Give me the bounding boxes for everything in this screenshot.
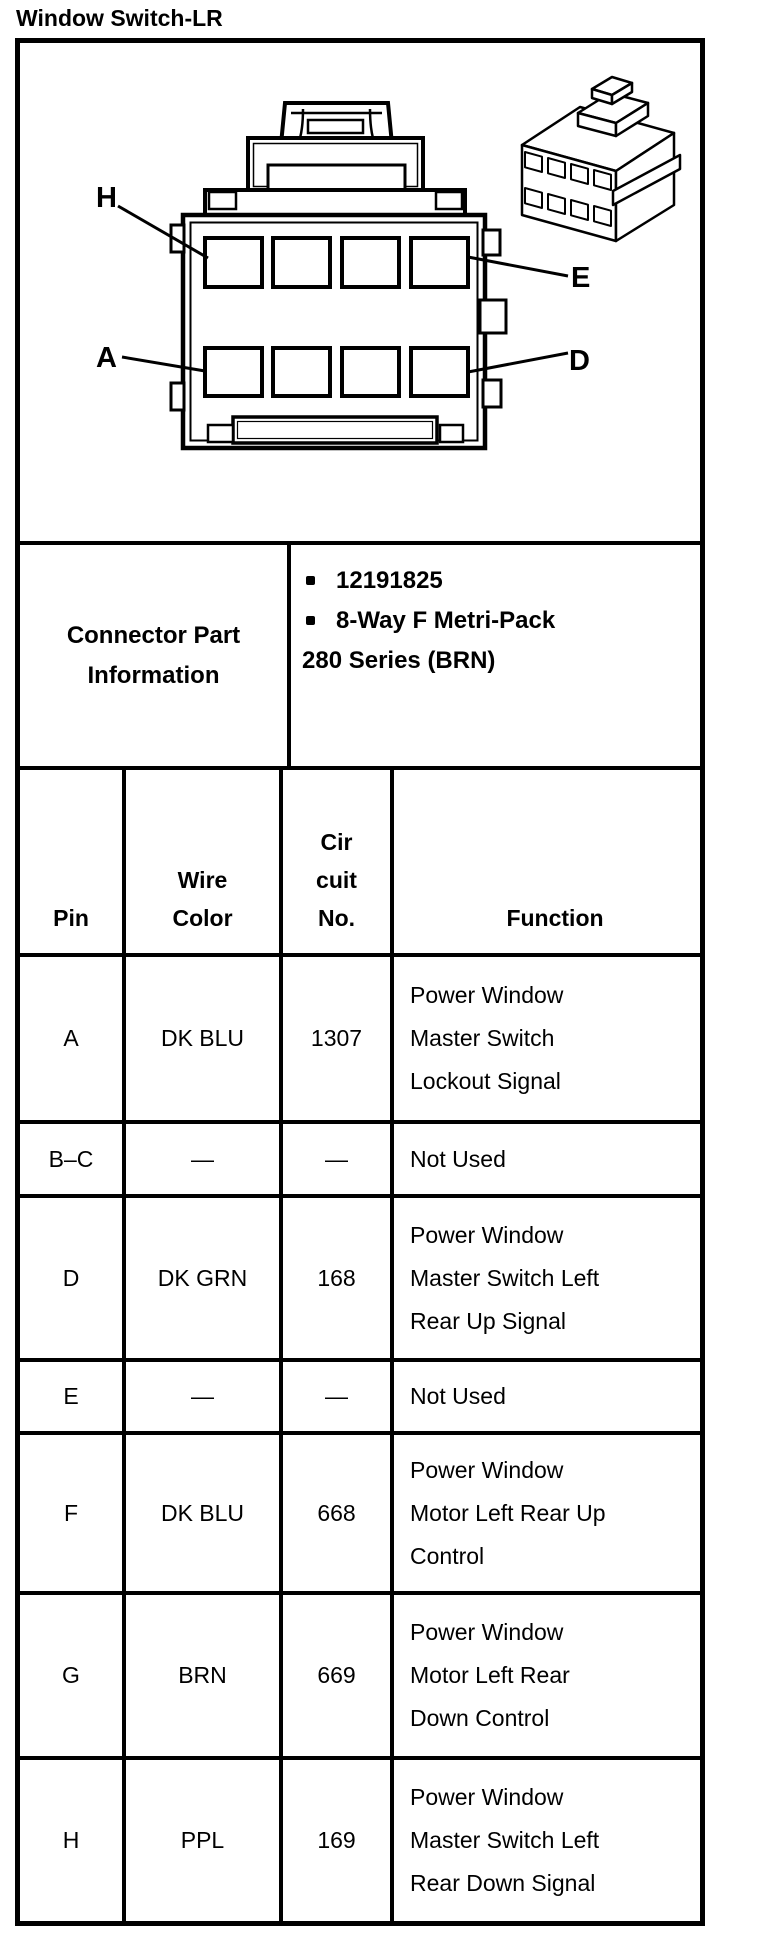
- cell-pin: A: [20, 957, 126, 1120]
- cell-function: Power Window Motor Left Rear Up Control: [410, 1456, 606, 1569]
- table-header-row: Pin Wire Color Cir cuit No. Function: [20, 770, 700, 953]
- pin-label-e: E: [571, 262, 590, 294]
- pin-cavity-f: [340, 236, 401, 289]
- cell-function: Not Used: [410, 1145, 506, 1172]
- pin-label-d: D: [569, 345, 590, 377]
- cell-circuit-no: 1307: [283, 957, 394, 1120]
- cell-wire-color: DK GRN: [126, 1198, 283, 1358]
- table-row: G BRN 669 Power Window Motor Left Rear D…: [20, 1591, 700, 1756]
- cell-wire-color: —: [126, 1362, 283, 1431]
- pin-cavity-a: [203, 346, 264, 398]
- pin-cavity-c: [340, 346, 401, 398]
- cell-circuit-no: 669: [283, 1595, 394, 1756]
- connector-info-frame: H A E D: [15, 38, 705, 1926]
- cell-circuit-no: 168: [283, 1198, 394, 1358]
- cell-circuit-no: —: [283, 1362, 394, 1431]
- pin-label-h: H: [96, 182, 117, 214]
- cell-pin: G: [20, 1595, 126, 1756]
- bullet-icon: [306, 616, 315, 625]
- connector-type: 8-Way F Metri-Pack: [336, 607, 556, 634]
- connector-type-item: 8-Way F Metri-Pack: [291, 601, 700, 641]
- leader-line-e: [467, 255, 569, 278]
- cell-function: Power Window Motor Left Rear Down Contro…: [410, 1619, 570, 1731]
- cell-wire-color: DK BLU: [126, 1435, 283, 1591]
- cell-pin: F: [20, 1435, 126, 1591]
- table-row: E — — Not Used: [20, 1358, 700, 1431]
- column-header-circuit-no: Cir cuit No.: [283, 770, 394, 953]
- cell-wire-color: BRN: [126, 1595, 283, 1756]
- leader-line-d: [467, 351, 569, 374]
- table-row: B–C — — Not Used: [20, 1120, 700, 1194]
- cell-function: Power Window Master Switch Left Rear Up …: [410, 1221, 600, 1334]
- cell-function: Not Used: [410, 1383, 506, 1409]
- page-title: Window Switch-LR: [16, 5, 223, 31]
- cell-pin: H: [20, 1760, 126, 1921]
- pin-label-a: A: [96, 342, 117, 374]
- pin-cavity-h: [203, 236, 264, 289]
- pin-cavity-b: [271, 346, 332, 398]
- cell-wire-color: —: [126, 1124, 283, 1194]
- cell-circuit-no: —: [283, 1124, 394, 1194]
- connector-front-view-drawing: H A E D: [96, 75, 682, 451]
- pin-cavity-e: [409, 236, 470, 289]
- table-row: A DK BLU 1307 Power Window Master Switch…: [20, 953, 700, 1120]
- bullet-icon: [306, 576, 315, 585]
- cell-function: Power Window Master Switch Lockout Signa…: [410, 982, 564, 1094]
- part-info-details: 12191825 8-Way F Metri-Pack 280 Series (…: [291, 545, 700, 766]
- column-header-wire-color: Wire Color: [126, 770, 283, 953]
- cell-circuit-no: 169: [283, 1760, 394, 1921]
- cell-pin: E: [20, 1362, 126, 1431]
- part-number-item: 12191825: [291, 561, 700, 601]
- pin-cavity-g: [271, 236, 332, 289]
- part-info-section: Connector Part Information 12191825 8-Wa…: [20, 541, 700, 766]
- cell-wire-color: DK BLU: [126, 957, 283, 1120]
- connector-isometric-view: [520, 75, 682, 243]
- table-row: D DK GRN 168 Power Window Master Switch …: [20, 1194, 700, 1358]
- cell-pin: B–C: [20, 1124, 126, 1194]
- column-header-function: Function: [506, 905, 604, 931]
- cell-function: Power Window Master Switch Left Rear Dow…: [410, 1784, 600, 1896]
- table-row: F DK BLU 668 Power Window Motor Left Rea…: [20, 1431, 700, 1591]
- connector-diagram: H A E D: [20, 43, 700, 541]
- leader-line-a: [121, 355, 206, 373]
- pin-cavity-d: [409, 346, 470, 398]
- leader-line-h: [117, 204, 209, 260]
- column-header-pin: Pin: [20, 770, 126, 953]
- cell-wire-color: PPL: [126, 1760, 283, 1921]
- cell-pin: D: [20, 1198, 126, 1358]
- connector-series: 280 Series (BRN): [302, 647, 496, 674]
- cell-circuit-no: 668: [283, 1435, 394, 1591]
- part-info-label: Connector Part Information: [20, 545, 291, 766]
- part-number: 12191825: [336, 567, 443, 594]
- table-row: H PPL 169 Power Window Master Switch Lef…: [20, 1756, 700, 1921]
- pin-table: Pin Wire Color Cir cuit No. Function A D…: [20, 766, 700, 1921]
